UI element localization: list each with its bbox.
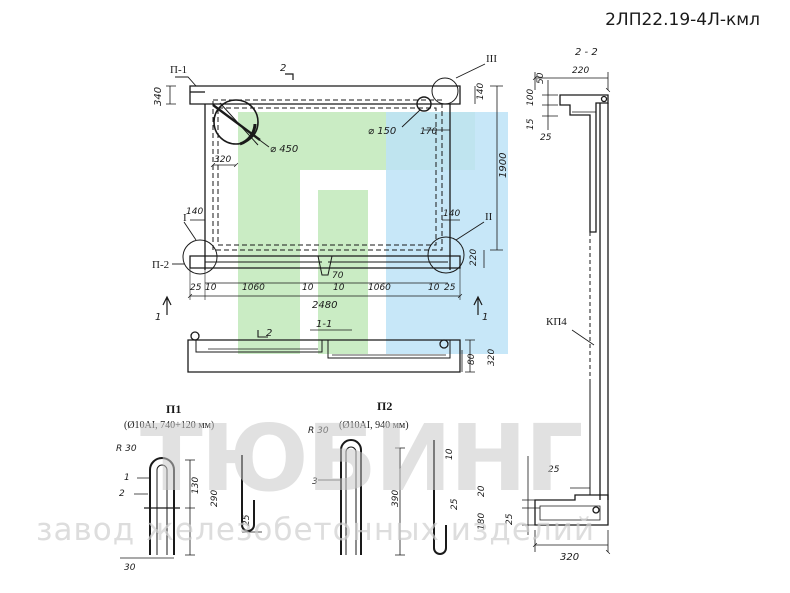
dim-140-left: 140 <box>186 207 203 217</box>
loop-p1-drawing <box>120 455 262 559</box>
section-2-2-view <box>522 72 608 552</box>
dim-180: 180 <box>477 513 487 530</box>
loop-p1-title: П1 <box>166 402 181 416</box>
dim-25-section: 25 <box>540 133 552 143</box>
dim-10-b: 10 <box>302 283 314 293</box>
dim-10-c: 10 <box>333 283 345 293</box>
section-2-label: 2 <box>266 328 272 339</box>
dim-1900: 1900 <box>498 153 509 178</box>
kp4-label: КП4 <box>546 316 567 328</box>
dim-25-low: 25 <box>548 465 560 475</box>
document-title: 2ЛП22.19-4Л-кмл <box>605 10 760 30</box>
loop-p2-d390: 390 <box>391 490 401 507</box>
loop-p1-d290: 290 <box>210 490 220 507</box>
loop-p2-drawing <box>318 439 447 556</box>
dim-2480: 2480 <box>312 300 337 311</box>
node-label-I: I <box>183 212 187 224</box>
dim-1060-left: 1060 <box>242 283 265 293</box>
dim-10-d: 10 <box>428 283 440 293</box>
section-1-1-view <box>187 329 475 373</box>
marker-p2: П-2 <box>152 259 169 271</box>
section-1-1-title: 1-1 <box>316 319 332 330</box>
section-1-right: 1 <box>482 312 488 323</box>
loop-p1-r30: R 30 <box>116 444 137 454</box>
dim-220: 220 <box>469 249 479 266</box>
dim-100: 100 <box>526 89 536 106</box>
dim-320-section: 320 <box>487 349 497 366</box>
dim-220-top: 220 <box>572 66 589 76</box>
dim-140-top: 140 <box>476 83 486 100</box>
dim-80: 80 <box>467 353 477 365</box>
node-label-II: II <box>485 211 493 223</box>
hole-small-label: ⌀ 150 <box>368 126 396 137</box>
dim-320: 320 <box>214 155 231 165</box>
loop-p2-pos3: 3 <box>312 477 318 487</box>
dim-320-base: 320 <box>560 552 579 563</box>
section-1-left: 1 <box>155 312 161 323</box>
loop-p2-r30: R 30 <box>308 426 329 436</box>
loop-p2-title: П2 <box>377 399 392 413</box>
loop-p1-d30: 30 <box>124 563 136 573</box>
watermark-brand: ТЮБИНГ <box>140 405 582 512</box>
dim-25-right: 25 <box>444 283 456 293</box>
loop-p2-d25: 25 <box>450 498 460 510</box>
dim-50: 50 <box>536 72 546 84</box>
watermark-tagline: завод железобетонных изделий <box>36 512 595 548</box>
loop-p1-pos1: 1 <box>124 473 130 483</box>
loop-p1-d25: 25 <box>242 514 252 526</box>
loop-p2-d10: 10 <box>445 448 455 460</box>
dim-25-base: 25 <box>505 513 515 525</box>
dim-70: 70 <box>332 271 344 281</box>
hole-large-label: ⌀ 450 <box>270 144 298 155</box>
watermark-logo <box>238 112 508 354</box>
loop-p2-spec: (Ø10АI, 940 мм) <box>339 420 409 431</box>
loop-p1-d130: 130 <box>191 477 201 494</box>
section-2-2-title: 2 - 2 <box>575 47 598 58</box>
dim-20: 20 <box>477 485 487 497</box>
node-label-III: III <box>486 53 497 65</box>
dim-170: 170 <box>420 127 437 137</box>
marker-p1: П-1 <box>170 64 187 76</box>
dim-140-right: 140 <box>443 209 460 219</box>
section-2-top: 2 <box>280 63 286 74</box>
dim-1060-right: 1060 <box>368 283 391 293</box>
dim-10-a: 10 <box>205 283 217 293</box>
dim-340: 340 <box>153 87 164 106</box>
dim-25-left: 25 <box>190 283 202 293</box>
loop-p1-spec: (Ø10АI, 740+120 мм) <box>124 420 214 431</box>
loop-p1-pos2: 2 <box>119 489 125 499</box>
dim-15: 15 <box>526 118 536 130</box>
plan-view <box>162 63 503 315</box>
